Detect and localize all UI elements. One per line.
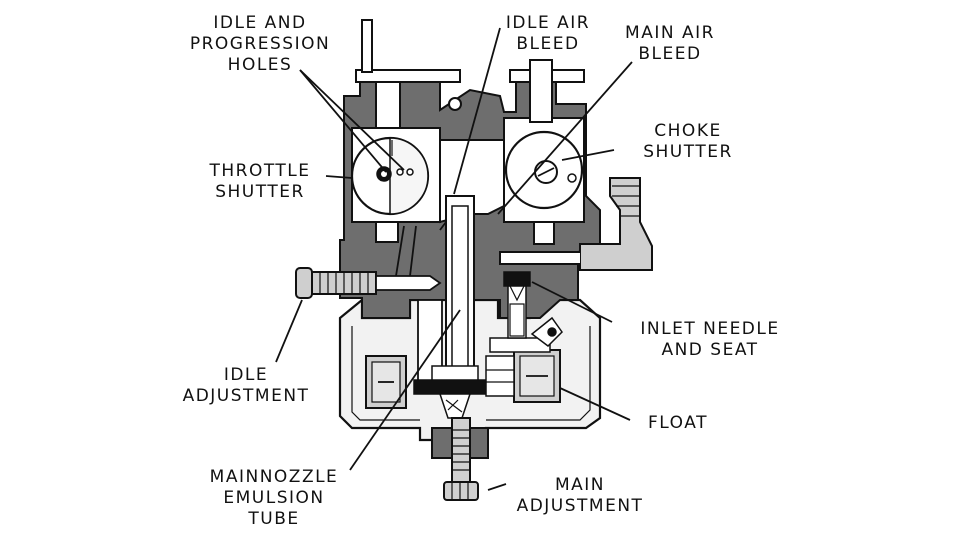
label-main-air-bleed: MAIN AIR BLEED [625,23,715,64]
label-idle-air-bleed-line-1: IDLE AIR [506,13,590,33]
float [365,316,563,409]
throttle-shutter [350,136,430,216]
leader-idle-air-bleed [453,27,501,195]
label-idle-progression-line-3: HOLES [228,55,293,75]
leader-idle-progression-1 [299,69,387,173]
label-inlet-needle-line-1: INLET NEEDLE [640,319,779,339]
label-idle-air-bleed: IDLE AIR BLEED [506,13,590,54]
leader-main-adjustment [487,483,507,491]
label-choke-shutter: CHOKE SHUTTER [643,121,733,162]
label-idle-adjustment-line-1: IDLE [224,365,268,385]
label-idle-progression-holes: IDLE AND PROGRESSION HOLES [190,13,330,75]
label-main-adjustment-line-2: ADJUSTMENT [517,496,644,516]
label-idle-adjustment: IDLE ADJUSTMENT [183,365,310,406]
leader-float [559,387,631,421]
label-main-nozzle-line-3: TUBE [247,509,299,529]
leader-main-air-bleed [497,61,633,215]
label-inlet-needle-and-seat: INLET NEEDLE AND SEAT [640,319,779,360]
choke-shutter [504,130,584,210]
leader-idle-adjustment [275,299,303,363]
label-throttle-shutter-line-2: SHUTTER [215,182,305,202]
label-main-nozzle-emulsion-tube: MAINNOZZLE EMULSION TUBE [210,467,339,529]
label-throttle-shutter-line-1: THROTTLE [208,161,310,181]
label-throttle-shutter: THROTTLE SHUTTER [208,161,310,202]
label-main-nozzle-line-1: MAINNOZZLE [210,467,339,487]
label-choke-shutter-line-1: CHOKE [654,121,721,141]
inlet-needle-and-seat [503,271,531,339]
label-idle-progression-line-1: IDLE AND [213,13,306,33]
leader-idle-progression-2 [299,69,405,171]
label-idle-progression-line-2: PROGRESSION [190,34,330,54]
label-main-adjustment-line-1: MAIN [555,475,605,495]
label-main-air-bleed-line-1: MAIN AIR [625,23,715,43]
leader-lines [275,27,633,491]
leader-throttle-shutter [325,175,353,179]
label-choke-shutter-line-2: SHUTTER [643,142,733,162]
label-idle-air-bleed-line-2: BLEED [516,34,579,54]
main-adjustment-screw [431,417,489,501]
fuel-inlet-fitting [499,177,653,271]
leader-choke-shutter [561,149,615,161]
label-main-adjustment: MAIN ADJUSTMENT [517,475,644,516]
label-float: FLOAT [648,413,708,433]
label-inlet-needle-line-2: AND SEAT [661,340,758,360]
leader-inlet-needle [531,281,613,323]
label-float-line-1: FLOAT [648,413,708,433]
label-main-air-bleed-line-2: BLEED [638,44,701,64]
label-idle-adjustment-line-2: ADJUSTMENT [183,386,310,406]
idle-adjustment-screw [295,213,466,299]
main-nozzle-emulsion-tube [413,195,495,419]
label-main-nozzle-line-2: EMULSION [223,488,324,508]
leader-main-nozzle [349,309,461,471]
